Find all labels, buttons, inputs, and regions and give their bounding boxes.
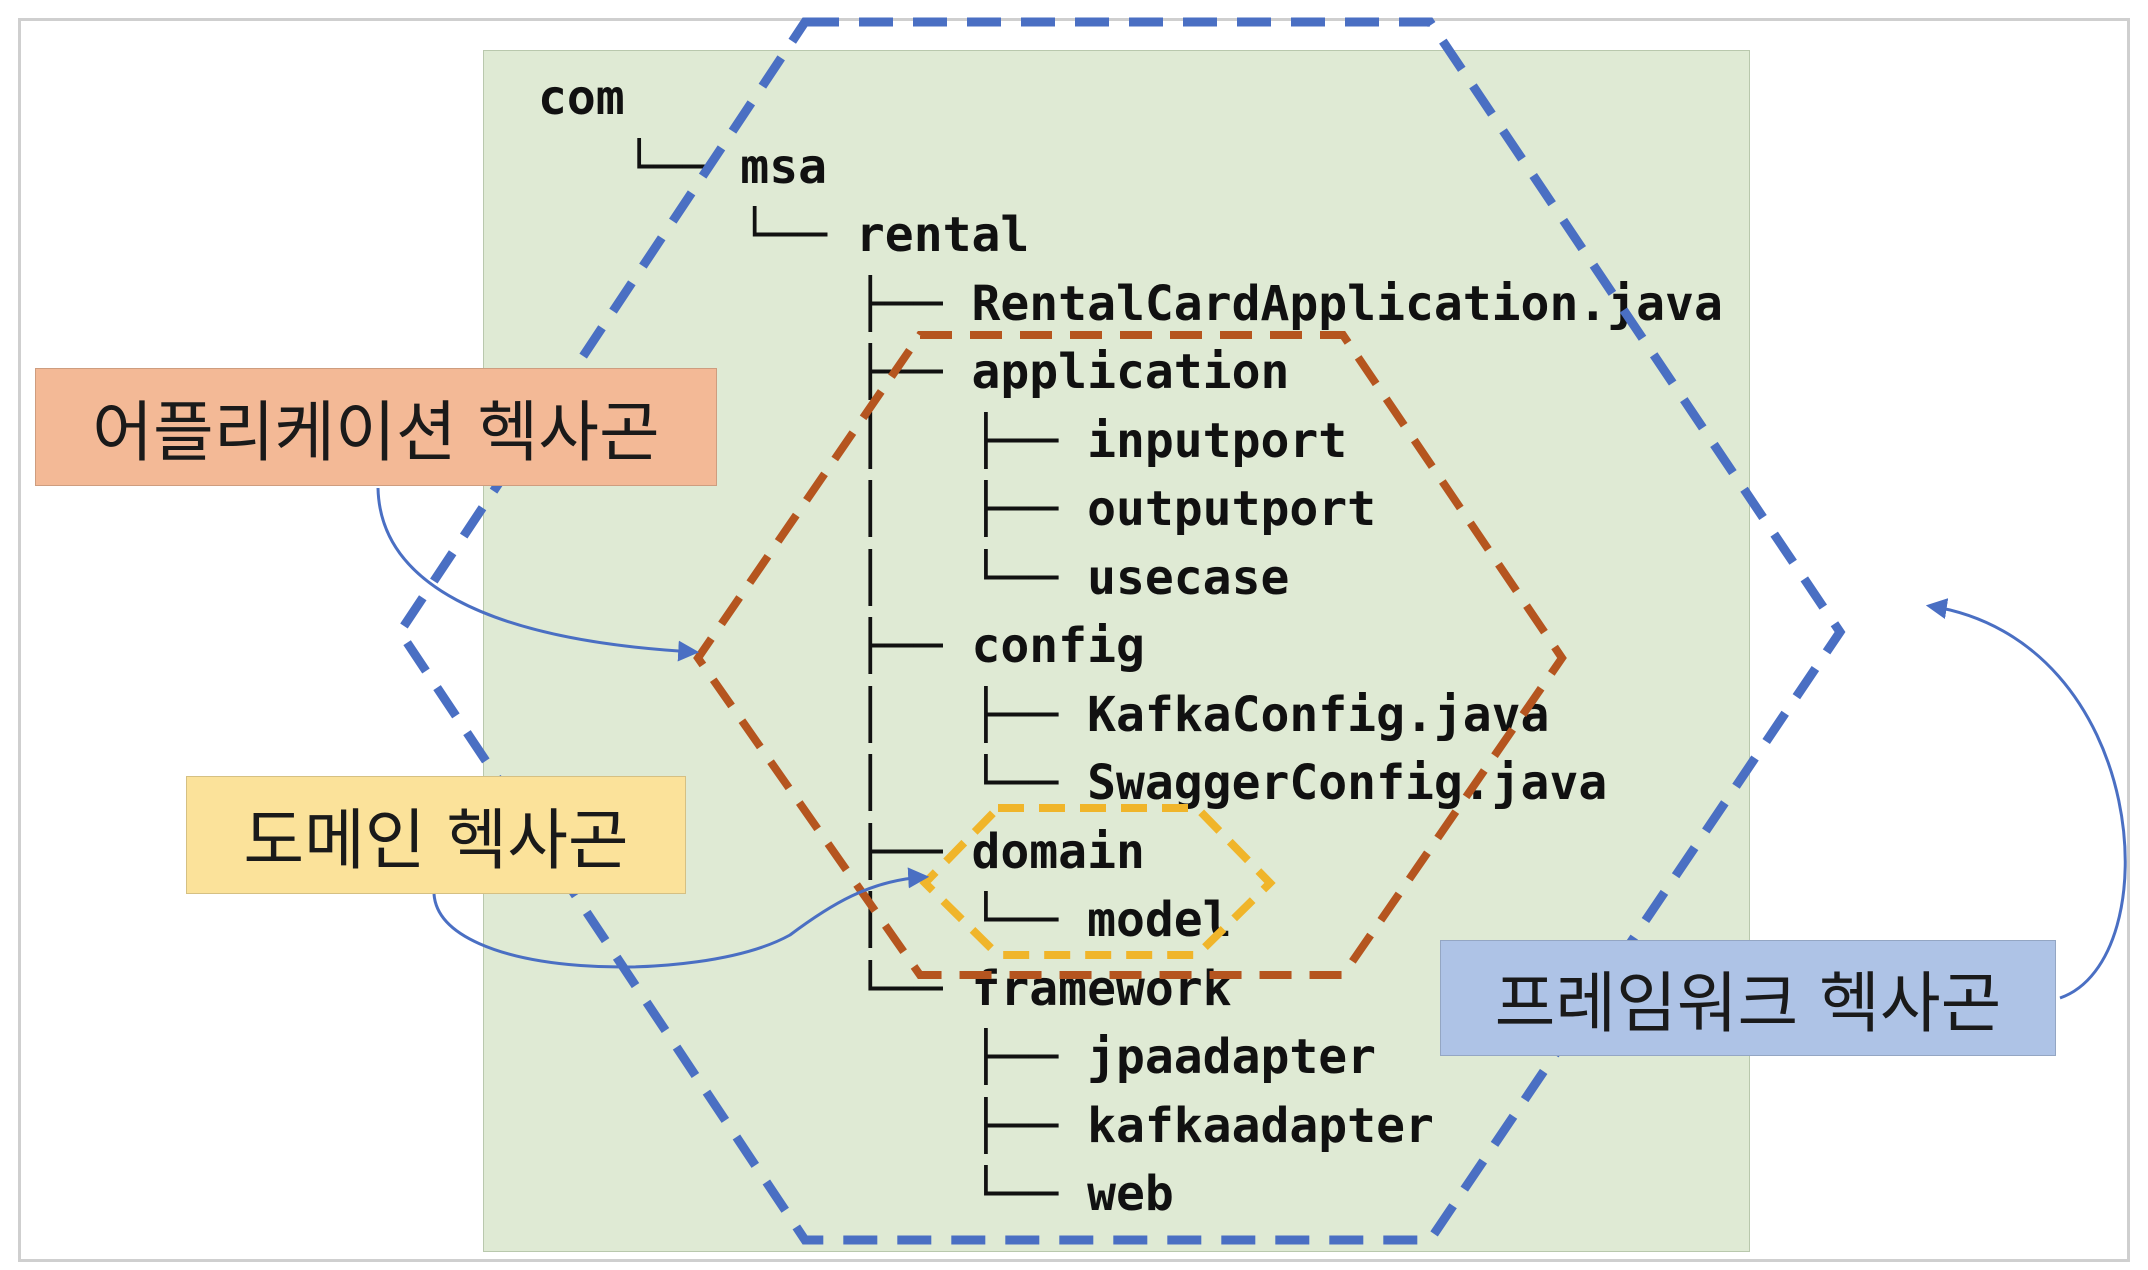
tree-line: ├── RentalCardApplication.java (538, 270, 1723, 338)
tree-node-name: SwaggerConfig.java (1087, 755, 1608, 811)
tree-connector: ├── (538, 1097, 1088, 1154)
application-hexagon-callout: 어플리케이션 헥사곤 (35, 368, 717, 486)
tree-connector: └── (538, 207, 856, 263)
tree-line: com (538, 64, 625, 132)
framework-hexagon (394, 17, 1846, 1245)
tree-line: │ └── model (538, 886, 1232, 954)
tree-connector: ├── (538, 1029, 1088, 1085)
domain-arrow (432, 867, 930, 969)
tree-connector: │ └── (538, 892, 1088, 948)
tree-connector: │ └── (538, 549, 1088, 606)
tree-node-name: RentalCardApplication.java (971, 275, 1723, 332)
tree-node-name: usecase (1087, 549, 1290, 606)
tree-line: │ ├── inputport (538, 407, 1347, 475)
tree-node-name: model (1087, 892, 1232, 948)
tree-line: ├── application (538, 338, 1290, 406)
tree-node-name: domain (971, 823, 1145, 880)
tree-connector: │ ├── (538, 412, 1088, 469)
domain-hexagon-callout: 도메인 헥사곤 (186, 776, 686, 894)
tree-node-name: jpaadapter (1087, 1029, 1377, 1085)
tree-node-name: web (1087, 1166, 1174, 1222)
tree-node-name: application (971, 344, 1290, 400)
tree-line: ├── config (538, 612, 1145, 680)
tree-connector: │ └── (538, 755, 1088, 811)
tree-connector: ├── (538, 275, 972, 332)
application-arrow (376, 487, 700, 662)
tree-connector: │ ├── (538, 481, 1088, 537)
tree-line: │ └── SwaggerConfig.java (538, 749, 1607, 817)
framework-hexagon-callout: 프레임워크 헥사곤 (1440, 940, 2056, 1056)
tree-connector: └── (538, 1166, 1088, 1222)
tree-connector: └── (538, 138, 741, 195)
framework-arrow (1925, 598, 2127, 1000)
tree-node-name: rental (855, 207, 1030, 263)
tree-line: └── rental (538, 201, 1029, 269)
tree-line: └── msa (538, 133, 827, 201)
tree-connector: └── (538, 960, 972, 1017)
tree-node-name: config (971, 618, 1145, 674)
tree-line: └── framework (538, 955, 1232, 1023)
tree-connector: ├── (538, 618, 972, 674)
tree-node-name: outputport (1087, 481, 1377, 537)
tree-connector: │ ├── (538, 686, 1088, 743)
tree-node-name: msa (740, 138, 827, 195)
tree-line: └── web (538, 1160, 1174, 1228)
tree-line: ├── kafkaadapter (538, 1092, 1434, 1160)
tree-line: ├── jpaadapter (538, 1023, 1376, 1091)
application-hexagon (693, 331, 1567, 979)
tree-connector: com (538, 70, 625, 126)
tree-line: │ ├── KafkaConfig.java (538, 681, 1550, 749)
tree-line: │ ├── outputport (538, 475, 1376, 543)
tree-node-name: framework (971, 960, 1232, 1017)
tree-node-name: KafkaConfig.java (1087, 686, 1550, 743)
tree-line: ├── domain (538, 818, 1145, 886)
tree-node-name: kafkaadapter (1087, 1097, 1434, 1154)
domain-hexagon (919, 804, 1276, 959)
tree-node-name: inputport (1087, 412, 1348, 469)
tree-line: │ └── usecase (538, 544, 1290, 612)
